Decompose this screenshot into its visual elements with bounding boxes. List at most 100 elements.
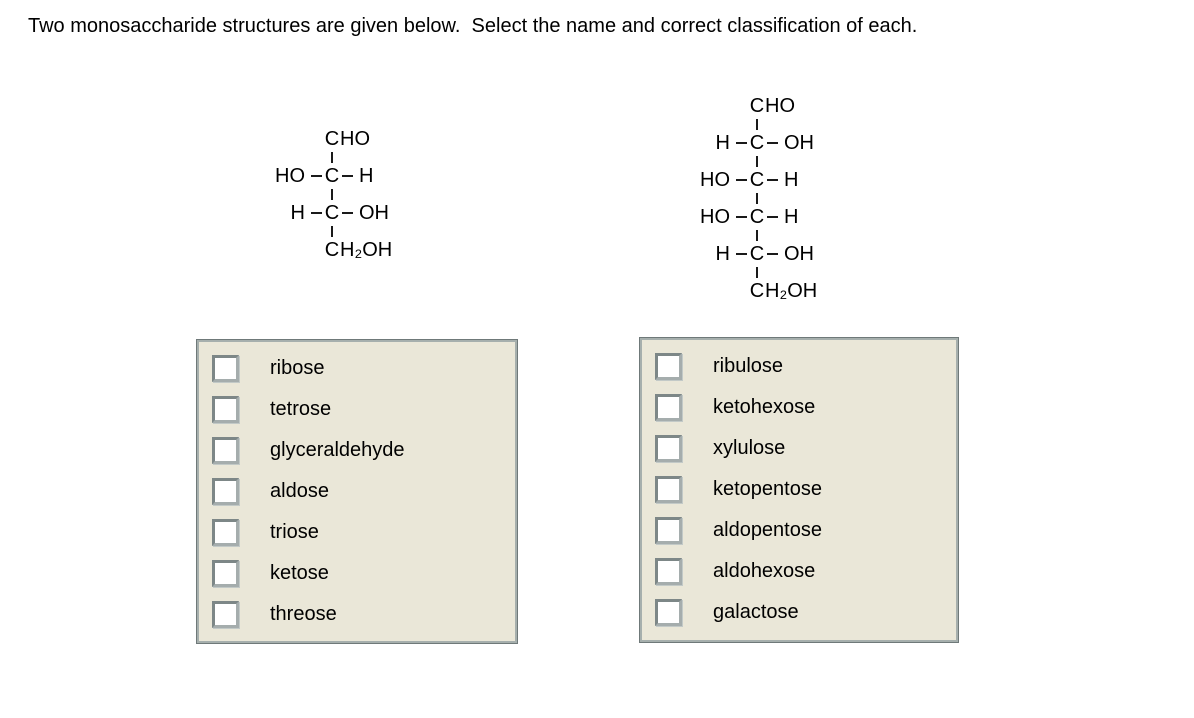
formula-rest: H₂OH — [340, 238, 393, 261]
substituent-right: OH — [784, 131, 814, 154]
vertical-bond — [242, 225, 422, 238]
substituent-left: HO — [275, 164, 305, 187]
substituent-right: H — [784, 168, 799, 191]
substituent-left: HO — [700, 205, 730, 228]
formula-rest: H₂OH — [765, 279, 818, 302]
vertical-bond — [242, 188, 422, 201]
option-label: aldose — [270, 480, 329, 502]
substituent-right: H — [359, 164, 374, 187]
option-checkbox[interactable] — [655, 476, 682, 503]
substituent-right: OH — [359, 201, 389, 224]
horizontal-bond — [736, 216, 747, 218]
substituent-right: H — [784, 205, 799, 228]
option-checkbox[interactable] — [655, 599, 682, 626]
horizontal-bond — [736, 253, 747, 255]
vertical-bond — [667, 266, 847, 279]
option-checkbox[interactable] — [212, 396, 239, 423]
option-row[interactable]: glyceraldehyde — [212, 437, 505, 464]
option-box-right: ribulose ketohexose xylulose ketopentose… — [640, 338, 958, 642]
horizontal-bond — [311, 212, 322, 214]
formula-rest: HO — [340, 127, 370, 150]
vertical-bond — [667, 155, 847, 168]
option-label: ketose — [270, 562, 329, 584]
fischer-row-formula: C HO — [242, 127, 422, 151]
option-checkbox[interactable] — [212, 355, 239, 382]
formula-rest: HO — [765, 94, 795, 117]
option-label: aldopentose — [713, 519, 822, 541]
option-row[interactable]: triose — [212, 519, 505, 546]
carbon-atom: C — [324, 238, 340, 261]
carbon-atom: C — [749, 242, 765, 265]
option-row[interactable]: ketohexose — [655, 394, 946, 421]
option-label: tetrose — [270, 398, 332, 420]
horizontal-bond — [767, 142, 778, 144]
horizontal-bond — [342, 212, 353, 214]
option-checkbox[interactable] — [212, 560, 239, 587]
option-row[interactable]: ketopentose — [655, 476, 946, 503]
fischer-row-formula: C HO — [667, 94, 847, 118]
option-label: ribose — [270, 357, 325, 379]
horizontal-bond — [736, 142, 747, 144]
carbon-atom: C — [324, 201, 340, 224]
carbon-atom: C — [749, 168, 765, 191]
option-row[interactable]: ribulose — [655, 353, 946, 380]
substituent-left: H — [715, 242, 730, 265]
carbon-atom: C — [749, 205, 765, 228]
carbon-atom: C — [749, 131, 765, 154]
option-row[interactable]: aldohexose — [655, 558, 946, 585]
fischer-structure-right: C HO H C OH HO C H HO C H H C OH C — [667, 94, 847, 303]
fischer-row-atom: H C OH — [667, 242, 847, 266]
option-row[interactable]: ketose — [212, 560, 505, 587]
option-label: triose — [270, 521, 319, 543]
horizontal-bond — [736, 179, 747, 181]
option-row[interactable]: threose — [212, 601, 505, 628]
option-row[interactable]: ribose — [212, 355, 505, 382]
fischer-row-atom: H C OH — [242, 201, 422, 225]
carbon-atom: C — [749, 94, 765, 117]
fischer-row-formula: C H₂OH — [242, 238, 422, 262]
fischer-row-atom: HO C H — [667, 168, 847, 192]
carbon-atom: C — [749, 279, 765, 302]
fischer-row-atom: H C OH — [667, 131, 847, 155]
option-checkbox[interactable] — [655, 558, 682, 585]
option-row[interactable]: tetrose — [212, 396, 505, 423]
substituent-right: OH — [784, 242, 814, 265]
option-checkbox[interactable] — [655, 353, 682, 380]
option-label: glyceraldehyde — [270, 439, 405, 461]
option-checkbox[interactable] — [655, 394, 682, 421]
option-label: ketohexose — [713, 396, 816, 418]
option-checkbox[interactable] — [212, 478, 239, 505]
vertical-bond — [242, 151, 422, 164]
carbon-atom: C — [324, 164, 340, 187]
vertical-bond — [667, 192, 847, 205]
option-box-left: ribose tetrose glyceraldehyde aldose tri… — [197, 340, 517, 643]
fischer-structure-left: C HO HO C H H C OH C H₂OH — [242, 127, 422, 262]
option-label: ketopentose — [713, 478, 822, 500]
option-label: xylulose — [713, 437, 786, 459]
option-label: galactose — [713, 601, 799, 623]
fischer-row-formula: C H₂OH — [667, 279, 847, 303]
horizontal-bond — [342, 175, 353, 177]
substituent-left: H — [290, 201, 305, 224]
option-checkbox[interactable] — [212, 437, 239, 464]
fischer-row-atom: HO C H — [242, 164, 422, 188]
option-checkbox[interactable] — [212, 601, 239, 628]
horizontal-bond — [767, 216, 778, 218]
option-label: aldohexose — [713, 560, 816, 582]
option-label: threose — [270, 603, 337, 625]
option-row[interactable]: aldose — [212, 478, 505, 505]
option-row[interactable]: galactose — [655, 599, 946, 626]
option-checkbox[interactable] — [655, 435, 682, 462]
option-row[interactable]: xylulose — [655, 435, 946, 462]
option-checkbox[interactable] — [212, 519, 239, 546]
horizontal-bond — [311, 175, 322, 177]
substituent-left: HO — [700, 168, 730, 191]
horizontal-bond — [767, 179, 778, 181]
vertical-bond — [667, 118, 847, 131]
option-row[interactable]: aldopentose — [655, 517, 946, 544]
option-checkbox[interactable] — [655, 517, 682, 544]
horizontal-bond — [767, 253, 778, 255]
substituent-left: H — [715, 131, 730, 154]
carbon-atom: C — [324, 127, 340, 150]
